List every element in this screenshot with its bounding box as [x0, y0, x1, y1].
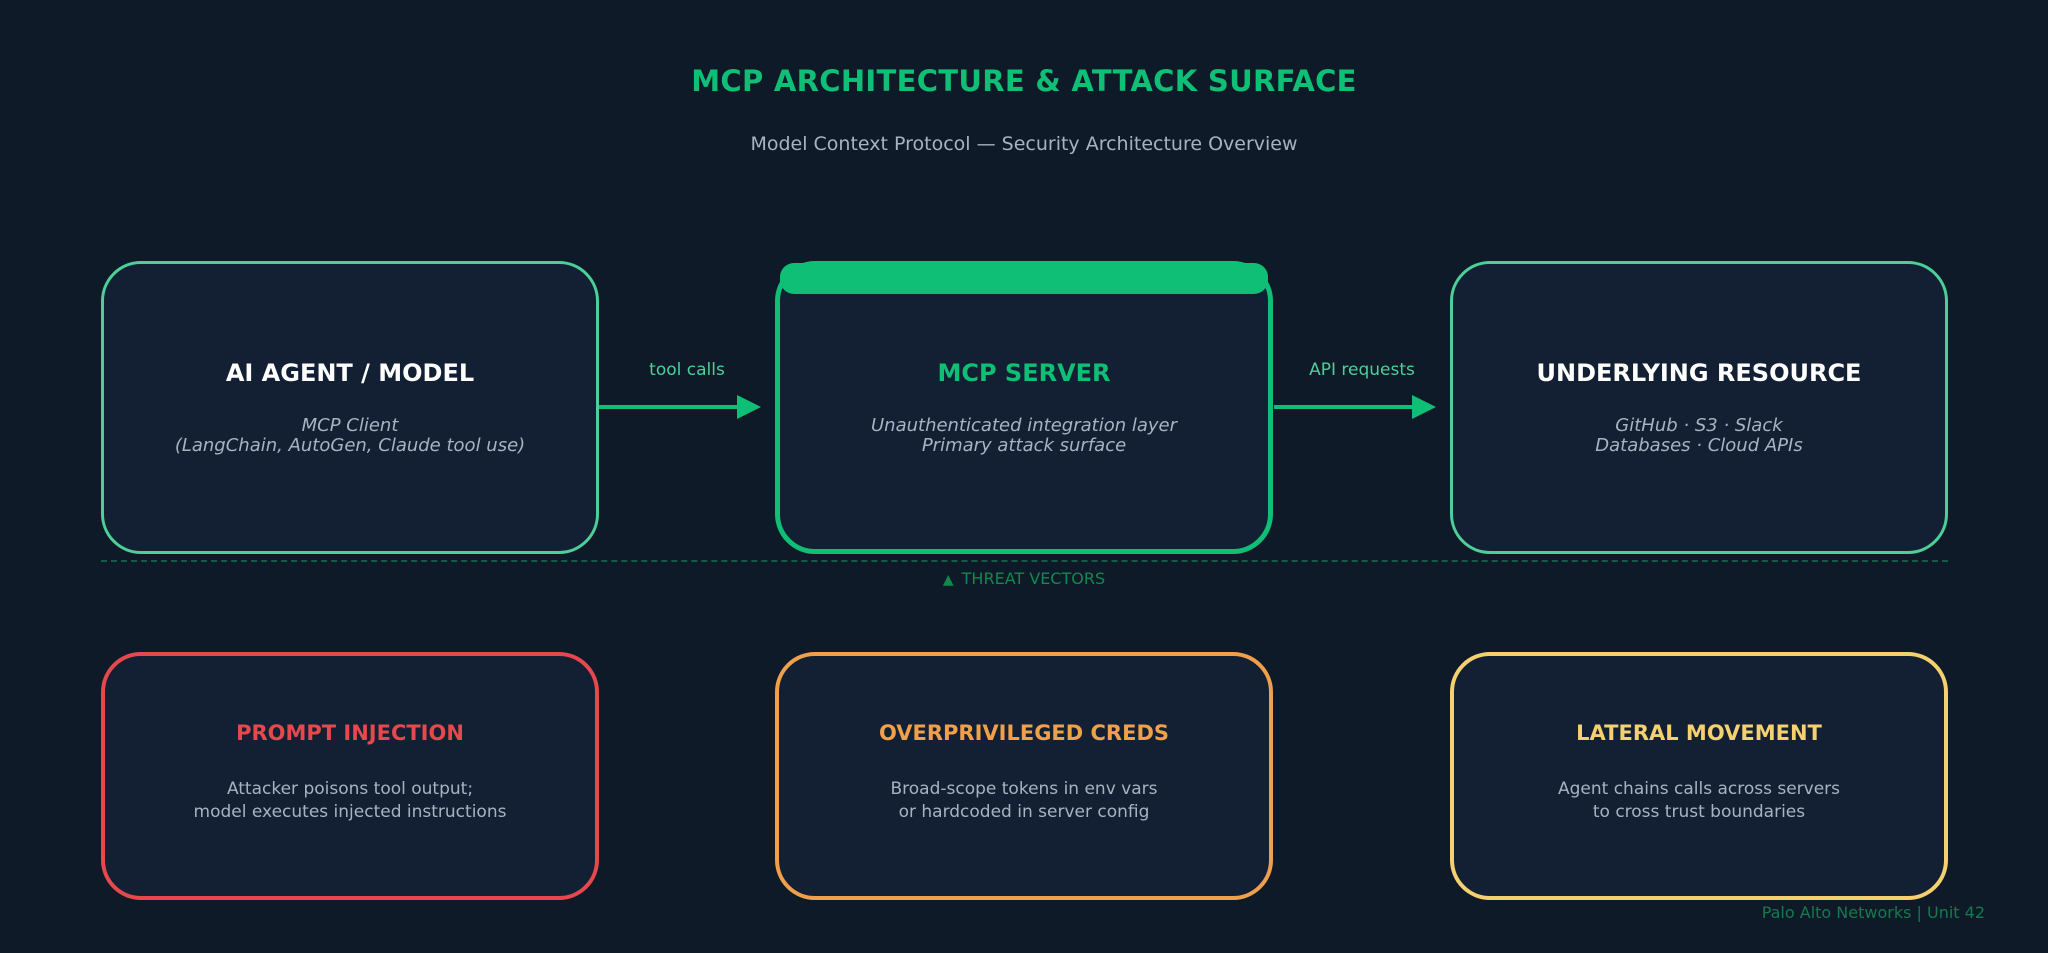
prompt-injection-box: PROMPT INJECTION Attacker poisons tool o… [101, 652, 599, 900]
mcp-server-box: MCP SERVER Unauthenticated integration l… [775, 261, 1273, 554]
overprivileged-creds-title: OVERPRIVILEGED CREDS [878, 721, 1170, 745]
lateral-movement-title: LATERAL MOVEMENT [1576, 721, 1822, 745]
threat-divider [101, 560, 1948, 562]
ai-agent-box: AI AGENT / MODEL MCP Client (LangChain, … [101, 261, 599, 554]
mcp-server-description: Unauthenticated integration layer Primar… [871, 416, 1177, 456]
mcp-server-title: MCP SERVER [937, 359, 1111, 387]
threat-vectors-text: THREAT VECTORS [961, 569, 1106, 588]
lateral-movement-desc-line: Agent chains calls across servers [1557, 779, 1841, 799]
prompt-injection-desc-line: Attacker poisons tool output; [226, 779, 474, 799]
ai-agent-title: AI AGENT / MODEL [225, 359, 475, 387]
ai-agent-desc-line: MCP Client [301, 415, 399, 436]
mcp-server-desc-line: Unauthenticated integration layer [871, 415, 1177, 436]
threat-vectors-label: ▲ THREAT VECTORS [0, 569, 2048, 588]
mcp-server-desc-line: Primary attack surface [921, 435, 1127, 456]
overprivileged-creds-desc-line: or hardcoded in server config [898, 802, 1150, 822]
lateral-movement-description: Agent chains calls across servers to cro… [1558, 778, 1840, 824]
underlying-resource-desc-line: GitHub · S3 · Slack [1615, 415, 1783, 436]
footer-credit: Palo Alto Networks | Unit 42 [1761, 903, 1985, 922]
underlying-resource-description: GitHub · S3 · Slack Databases · Cloud AP… [1595, 416, 1802, 456]
api-requests-label: API requests [1309, 360, 1415, 380]
underlying-resource-desc-line: Databases · Cloud APIs [1595, 435, 1803, 456]
underlying-resource-box: UNDERLYING RESOURCE GitHub · S3 · Slack … [1450, 261, 1948, 554]
overprivileged-creds-box: OVERPRIVILEGED CREDS Broad-scope tokens … [775, 652, 1273, 900]
mcp-server-header-bar [780, 263, 1268, 294]
lateral-movement-box: LATERAL MOVEMENT Agent chains calls acro… [1450, 652, 1948, 900]
overprivileged-creds-description: Broad-scope tokens in env vars or hardco… [890, 778, 1157, 824]
overprivileged-creds-desc-line: Broad-scope tokens in env vars [890, 779, 1158, 799]
ai-agent-desc-line: (LangChain, AutoGen, Claude tool use) [174, 435, 526, 456]
triangle-up-icon: ▲ [942, 572, 954, 588]
diagram-title: MCP ARCHITECTURE & ATTACK SURFACE [691, 64, 1357, 98]
underlying-resource-title: UNDERLYING RESOURCE [1536, 359, 1862, 387]
prompt-injection-description: Attacker poisons tool output; model exec… [194, 778, 507, 824]
diagram-subtitle: Model Context Protocol — Security Archit… [750, 133, 1298, 155]
lateral-movement-desc-line: to cross trust boundaries [1592, 802, 1806, 822]
tool-calls-label: tool calls [649, 360, 725, 380]
prompt-injection-title: PROMPT INJECTION [236, 721, 464, 745]
ai-agent-description: MCP Client (LangChain, AutoGen, Claude t… [175, 416, 525, 456]
prompt-injection-desc-line: model executes injected instructions [193, 802, 507, 822]
